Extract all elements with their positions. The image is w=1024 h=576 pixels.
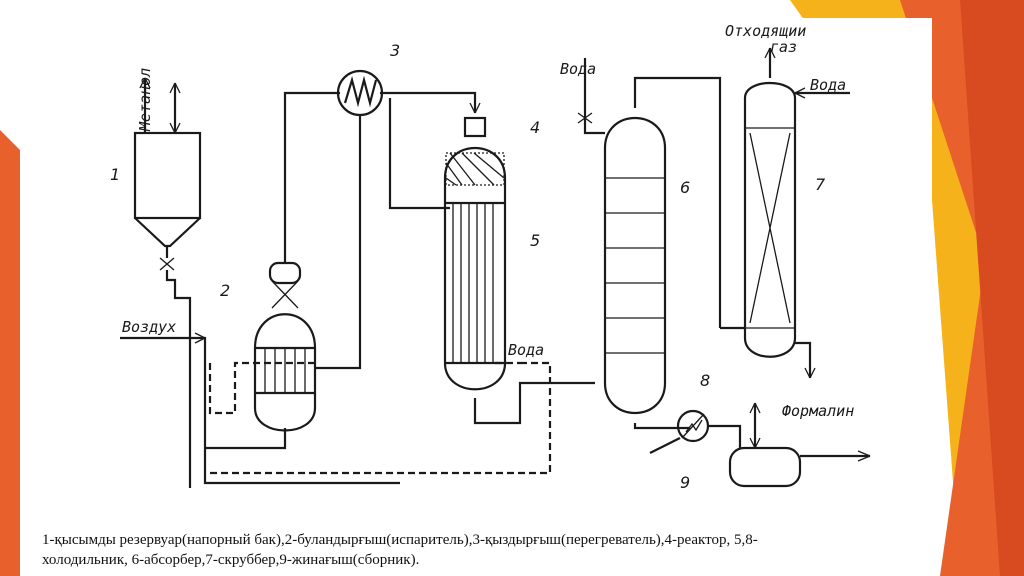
cooler-collector bbox=[649, 402, 871, 488]
right-accent-red bbox=[960, 0, 1024, 576]
number-2: 2 bbox=[220, 281, 230, 300]
water-scrubber-label: Вода bbox=[810, 76, 846, 94]
caption: 1-қысымды резервуар(напорный бак),2-була… bbox=[42, 530, 922, 570]
water-top-label: Вода bbox=[560, 60, 596, 78]
off-gas-label-line2: газ bbox=[770, 38, 797, 56]
air-and-water-lines bbox=[120, 332, 552, 485]
number-4: 4 bbox=[530, 118, 540, 137]
off-gas-label-line1: Отходящии bbox=[725, 22, 806, 40]
left-accent-shape bbox=[0, 130, 20, 576]
superheater bbox=[336, 69, 481, 210]
formalin-label: Формалин bbox=[782, 402, 854, 420]
methanol-label: Метанол bbox=[136, 68, 154, 132]
number-7: 7 bbox=[815, 175, 826, 194]
air-label: Воздух bbox=[122, 318, 176, 336]
pressure-tank bbox=[133, 77, 202, 488]
number-5: 5 bbox=[530, 231, 540, 250]
scrubber bbox=[743, 47, 850, 379]
reactor-cooler bbox=[443, 116, 595, 425]
number-3: 3 bbox=[390, 41, 400, 60]
water-mid-label: Вода bbox=[508, 341, 544, 359]
process-diagram: Метанол Воздух Вода Вода Вода Отходящии … bbox=[90, 18, 932, 510]
caption-line-2: холодильник, 6-абсорбер,7-скруббер,9-жин… bbox=[42, 552, 420, 568]
number-1: 1 bbox=[110, 165, 120, 184]
number-6: 6 bbox=[680, 178, 690, 197]
caption-line-1: 1-қысымды резервуар(напорный бак),2-була… bbox=[42, 532, 758, 548]
number-8: 8 bbox=[700, 371, 710, 390]
diagram-svg: Метанол Воздух Вода Вода Вода Отходящии … bbox=[110, 22, 871, 492]
absorber bbox=[577, 58, 745, 430]
number-9: 9 bbox=[680, 473, 690, 492]
evaporator bbox=[205, 91, 362, 450]
